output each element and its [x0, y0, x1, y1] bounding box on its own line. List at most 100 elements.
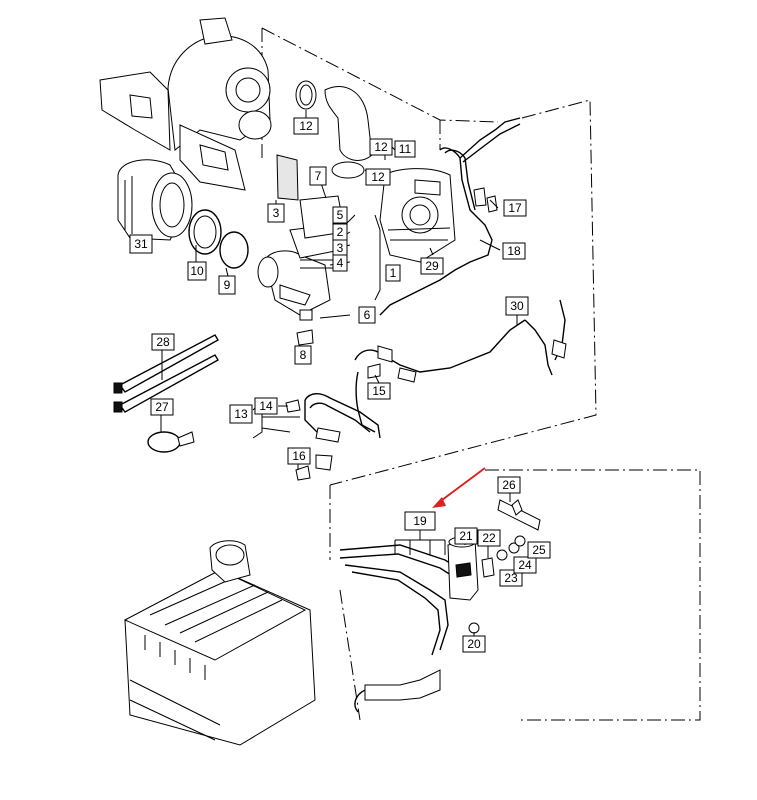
bracket-26 — [497, 499, 541, 531]
part-number: 12 — [299, 119, 313, 133]
vacuum-lines-middle — [354, 299, 567, 433]
part-label-16: 16 — [287, 447, 311, 465]
part-label-2: 2 — [332, 223, 348, 241]
part-label-box — [499, 569, 523, 587]
part-label-17: 17 — [503, 199, 527, 217]
part-number: 1 — [390, 266, 397, 280]
part-label-box — [129, 234, 153, 254]
turbocharger — [99, 17, 272, 191]
part-label-12: 12 — [369, 138, 393, 156]
part-label-box — [462, 635, 486, 653]
part-number: 22 — [482, 531, 496, 545]
part-label-15: 15 — [367, 382, 391, 400]
part-number: 19 — [413, 514, 427, 528]
part-number: 7 — [315, 169, 322, 183]
part-number: 8 — [300, 348, 307, 362]
part-label-box — [218, 275, 236, 295]
part-label-box — [287, 447, 311, 465]
part-label-23: 23 — [499, 569, 523, 587]
egr-module — [257, 154, 346, 316]
part-label-box — [367, 382, 391, 400]
part-label-box — [454, 527, 478, 545]
part-label-box — [254, 397, 278, 415]
part-label-5: 5 — [332, 206, 348, 224]
part-label-box — [503, 199, 527, 217]
vacuum-lines-upper — [379, 117, 521, 316]
part-number: 20 — [467, 637, 481, 651]
part-number: 12 — [374, 140, 388, 154]
filter-housing-21 — [447, 536, 479, 601]
part-label-3: 3 — [332, 239, 348, 257]
part-label-box — [267, 203, 285, 223]
part-label-4: 4 — [332, 254, 348, 272]
part-number: 6 — [364, 308, 371, 322]
part-label-box — [477, 529, 501, 547]
fitting-23-24 — [496, 542, 520, 561]
hose-clip-27 — [147, 431, 195, 453]
part-label-7: 7 — [309, 166, 327, 186]
part-label-21: 21 — [454, 527, 478, 545]
part-label-11: 11 — [394, 140, 416, 158]
part-number: 3 — [273, 206, 280, 220]
part-label-24: 24 — [513, 556, 537, 574]
part-label-box — [369, 138, 393, 156]
part-label-box — [294, 345, 312, 365]
part-label-18: 18 — [502, 242, 526, 260]
part-number: 31 — [134, 237, 148, 251]
part-label-30: 30 — [505, 296, 529, 316]
part-label-box — [527, 541, 551, 559]
part-label-13: 13 — [229, 404, 253, 424]
part-number: 24 — [518, 558, 532, 572]
fitting-22 — [481, 557, 495, 578]
part-label-6: 6 — [358, 306, 376, 324]
part-number: 9 — [224, 278, 231, 292]
intake-manifold-29 — [379, 168, 456, 263]
fasteners — [285, 309, 381, 481]
part-number: 12 — [371, 170, 385, 184]
part-label-box — [513, 556, 537, 574]
part-number: 3 — [337, 241, 344, 255]
part-number: 26 — [502, 478, 516, 492]
part-number: 21 — [459, 529, 473, 543]
part-label-22: 22 — [477, 529, 501, 547]
part-label-20: 20 — [462, 635, 486, 653]
part-label-box — [332, 254, 348, 272]
part-number: 28 — [156, 335, 170, 349]
part-label-28: 28 — [151, 333, 175, 351]
part-label-27: 27 — [150, 398, 174, 416]
part-label-3: 3 — [267, 203, 285, 223]
part-label-box — [187, 261, 207, 281]
bolt-25 — [514, 535, 526, 547]
part-label-9: 9 — [218, 275, 236, 295]
part-number: 5 — [337, 208, 344, 222]
part-label-19: 19 — [404, 511, 436, 531]
part-label-box — [385, 264, 401, 282]
part-label-25: 25 — [527, 541, 551, 559]
part-number: 2 — [337, 225, 344, 239]
part-number: 15 — [372, 384, 386, 398]
part-number: 13 — [234, 407, 248, 421]
part-label-box — [309, 166, 327, 186]
part-label-box — [365, 168, 391, 186]
air-filter-box — [123, 540, 316, 746]
part-label-box — [420, 257, 444, 275]
part-label-31: 31 — [129, 234, 153, 254]
part-label-box — [394, 140, 416, 158]
part-label-box — [505, 296, 529, 316]
part-number: 4 — [337, 256, 344, 270]
part-number: 27 — [155, 400, 169, 414]
part-label-1: 1 — [385, 264, 401, 282]
part-number: 11 — [399, 142, 412, 156]
part-label-box — [502, 242, 526, 260]
part-label-26: 26 — [497, 476, 521, 494]
part-label-14: 14 — [254, 397, 278, 415]
part-label-10: 10 — [187, 261, 207, 281]
part-number: 10 — [190, 264, 204, 278]
part-number: 16 — [292, 449, 306, 463]
part-label-box — [404, 511, 436, 531]
part-number: 17 — [508, 201, 522, 215]
cable-ties-28 — [113, 334, 219, 413]
highlight-arrow — [432, 467, 486, 508]
